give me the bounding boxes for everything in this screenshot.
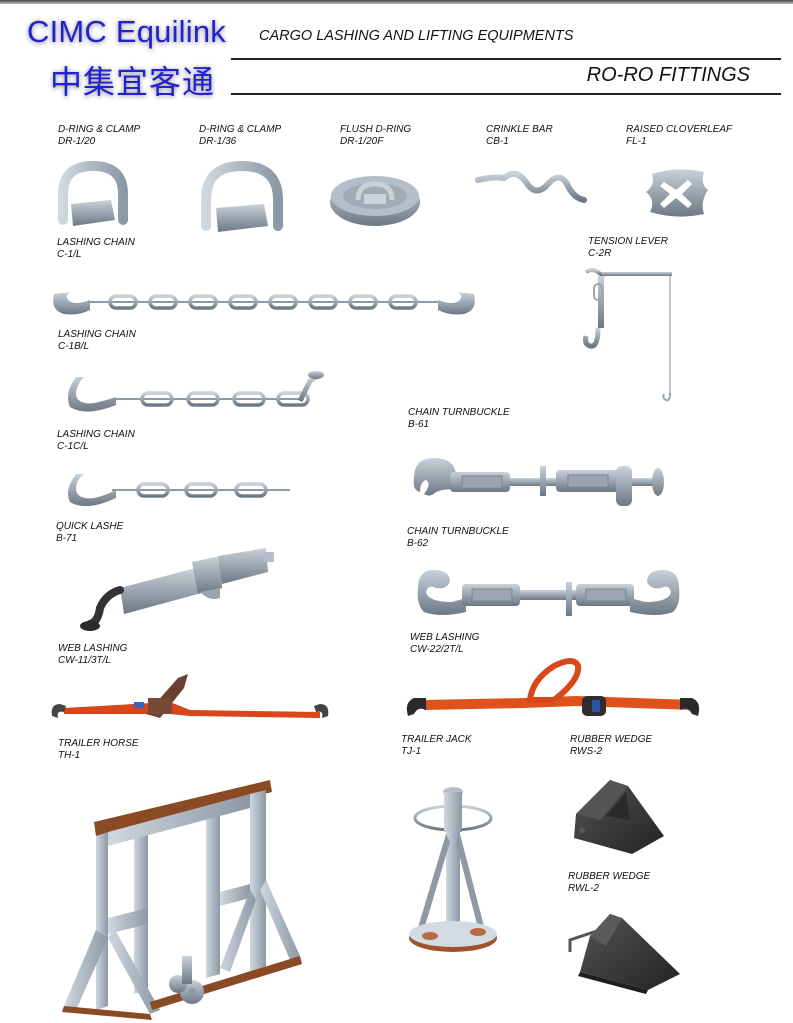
- product-label: QUICK LASHE B-71: [56, 521, 123, 545]
- cloverleaf-icon: [646, 169, 708, 217]
- header-rule-top: [231, 58, 781, 60]
- product-label: WEB LASHING CW-22/2T/L: [410, 632, 479, 656]
- d-ring-clamp-icon: [201, 160, 283, 232]
- product-label: TENSION LEVER C-2R: [588, 236, 668, 260]
- product-label: CHAIN TURNBUCKLE B-61: [408, 407, 510, 431]
- product-label: RUBBER WEDGE RWS-2: [570, 734, 652, 758]
- product-name: WEB LASHING: [410, 632, 480, 643]
- product-name: LASHING CHAIN: [57, 429, 135, 440]
- product-label: RUBBER WEDGE RWL-2: [568, 871, 650, 895]
- product-name: WEB LASHING: [58, 643, 128, 654]
- flush-d-ring-icon: [330, 176, 420, 226]
- product-label: CRINKLE BAR CB-1: [486, 124, 553, 148]
- section-title: RO-RO FITTINGS: [586, 64, 750, 86]
- product-code: RWS-2: [570, 746, 603, 757]
- product-name: D-RING & CLAMP: [58, 124, 141, 135]
- product-code: B-71: [56, 533, 78, 544]
- product-name: CHAIN TURNBUCKLE: [407, 526, 509, 537]
- product-name: RAISED CLOVERLEAF: [626, 124, 733, 135]
- crinkle-bar-icon: [475, 170, 587, 203]
- chain-turnbuckle-icon: [417, 570, 680, 616]
- product-code: C-2R: [588, 248, 612, 259]
- web-lashing-icon: [406, 658, 700, 716]
- product-code: C-1B/L: [58, 341, 90, 352]
- product-label: TRAILER HORSE TH-1: [58, 738, 139, 762]
- product-name: FLUSH D-RING: [340, 124, 412, 135]
- product-label: RAISED CLOVERLEAF FL-1: [626, 124, 732, 148]
- product-code: DR-1/36: [199, 136, 237, 147]
- product-name: QUICK LASHE: [56, 521, 124, 532]
- product-label: CHAIN TURNBUCKLE B-62: [407, 526, 509, 550]
- product-code: DR-1/20: [58, 136, 96, 147]
- product-name: CRINKLE BAR: [486, 124, 553, 135]
- product-name: LASHING CHAIN: [57, 237, 135, 248]
- product-name: RUBBER WEDGE: [570, 734, 653, 745]
- logo-english: CIMC Equilink: [27, 14, 226, 49]
- rubber-wedge-icon: [568, 914, 680, 994]
- product-code: B-62: [407, 538, 429, 549]
- product-code: TJ-1: [401, 746, 421, 757]
- product-code: TH-1: [58, 750, 81, 761]
- product-label: D-RING & CLAMP DR-1/20: [58, 124, 140, 148]
- product-code: DR-1/20F: [340, 136, 384, 147]
- product-code: CW-22/2T/L: [410, 644, 464, 655]
- web-lashing-icon: [51, 674, 329, 718]
- product-name: CHAIN TURNBUCKLE: [408, 407, 510, 418]
- tension-lever-icon: [583, 268, 672, 402]
- quick-lashe-icon: [80, 548, 274, 631]
- product-label: TRAILER JACK TJ-1: [401, 734, 472, 758]
- trailer-horse-icon: [62, 780, 302, 1020]
- d-ring-clamp-icon: [58, 160, 128, 226]
- product-label: LASHING CHAIN C-1C/L: [57, 429, 135, 453]
- product-name: LASHING CHAIN: [58, 329, 136, 340]
- lashing-chain-icon: [53, 292, 475, 315]
- product-name: RUBBER WEDGE: [568, 871, 651, 882]
- product-code: FL-1: [626, 136, 647, 147]
- product-code: RWL-2: [568, 883, 599, 894]
- product-label: LASHING CHAIN C-1/L: [57, 237, 135, 261]
- lashing-chain-icon: [68, 474, 290, 507]
- product-code: C-1C/L: [57, 441, 89, 452]
- top-border: [0, 0, 793, 4]
- product-label: WEB LASHING CW-11/3T/L: [58, 643, 127, 667]
- product-label: FLUSH D-RING DR-1/20F: [340, 124, 411, 148]
- trailer-jack-icon: [409, 787, 497, 952]
- catalog-title: CARGO LASHING AND LIFTING EQUIPMENTS: [259, 28, 574, 44]
- rubber-wedge-icon: [574, 780, 664, 854]
- product-code: CW-11/3T/L: [58, 655, 111, 666]
- product-name: TENSION LEVER: [588, 236, 669, 247]
- product-label: D-RING & CLAMP DR-1/36: [199, 124, 281, 148]
- chain-turnbuckle-icon: [413, 458, 664, 506]
- product-name: TRAILER HORSE: [58, 738, 139, 749]
- product-label: LASHING CHAIN C-1B/L: [58, 329, 136, 353]
- product-code: B-61: [408, 419, 430, 430]
- product-code: C-1/L: [57, 249, 82, 260]
- lashing-chain-icon: [68, 371, 324, 412]
- header-rule-bottom: [231, 93, 781, 95]
- logo-chinese: 中集宜客通: [50, 63, 216, 101]
- product-code: CB-1: [486, 136, 509, 147]
- product-name: TRAILER JACK: [401, 734, 472, 745]
- product-name: D-RING & CLAMP: [199, 124, 282, 135]
